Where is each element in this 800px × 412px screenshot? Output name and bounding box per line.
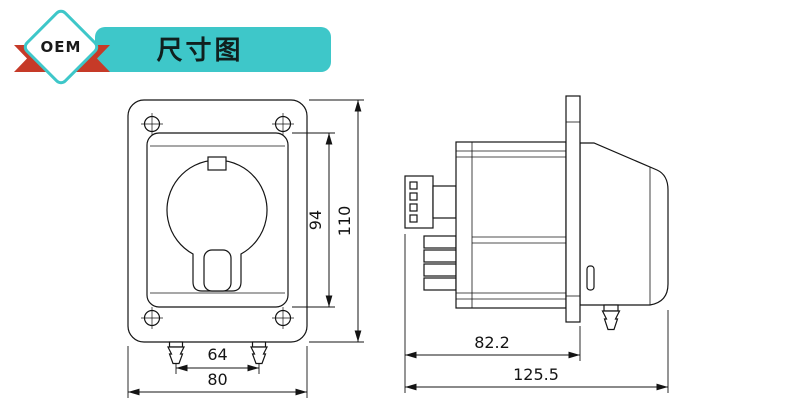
dim-total-height: 110 xyxy=(309,99,364,343)
tube-clamp xyxy=(203,249,232,292)
dim-label: 94 xyxy=(306,210,325,230)
oem-badge: OEM xyxy=(14,9,110,85)
nozzle-collar xyxy=(251,341,267,348)
side-dimensions: 82.2 125.5 xyxy=(404,234,669,393)
nozzle-barb xyxy=(250,346,268,365)
dim-label: 82.2 xyxy=(474,333,510,352)
mounting-flange xyxy=(565,95,581,323)
connector-body xyxy=(404,175,434,229)
connector-pin xyxy=(409,192,418,201)
terminal-block xyxy=(423,277,457,291)
pump-head-keyway xyxy=(207,156,227,171)
title-banner: 尺寸图 xyxy=(95,27,331,72)
dim-label: 125.5 xyxy=(513,365,559,384)
nozzle-barb xyxy=(167,346,185,365)
nozzle-barb xyxy=(601,310,621,331)
dim-total-depth: 125.5 xyxy=(405,310,669,393)
nozzle-right xyxy=(250,341,268,365)
front-view xyxy=(127,99,308,365)
dim-inner-height: 94 xyxy=(292,132,335,308)
screw-hole-top-left xyxy=(141,113,163,135)
dim-mount-depth: 82.2 xyxy=(404,234,581,393)
dim-port-spacing: 64 xyxy=(175,345,260,374)
badge-label: OEM xyxy=(41,38,82,56)
nozzle-collar xyxy=(603,304,619,312)
head-slot xyxy=(586,265,595,291)
dim-label: 80 xyxy=(207,370,227,389)
connector-pin xyxy=(409,181,418,190)
dim-label: 110 xyxy=(335,206,354,237)
dim-label: 64 xyxy=(207,345,227,364)
nozzle-left xyxy=(167,341,185,365)
screw-hole-top-right xyxy=(272,113,294,135)
pump-head-side xyxy=(579,142,669,306)
connector-stub xyxy=(432,185,457,219)
connector-pin xyxy=(409,214,418,223)
terminal-block xyxy=(423,235,457,249)
banner-title: 尺寸图 xyxy=(156,36,243,66)
screw-hole-bottom-left xyxy=(141,307,163,329)
terminal-block xyxy=(423,263,457,277)
banner-background xyxy=(95,27,331,72)
connector-pin xyxy=(409,203,418,212)
badge-diamond xyxy=(23,9,99,85)
nozzle-collar xyxy=(168,341,184,348)
nozzle-side xyxy=(601,304,621,331)
motor-body xyxy=(455,141,567,309)
dim-plate-width: 80 xyxy=(127,346,308,398)
terminal-block xyxy=(423,249,457,263)
screw-hole-bottom-right xyxy=(272,307,294,329)
side-view xyxy=(404,95,669,331)
front-dimensions: 94 110 64 80 xyxy=(127,99,364,398)
